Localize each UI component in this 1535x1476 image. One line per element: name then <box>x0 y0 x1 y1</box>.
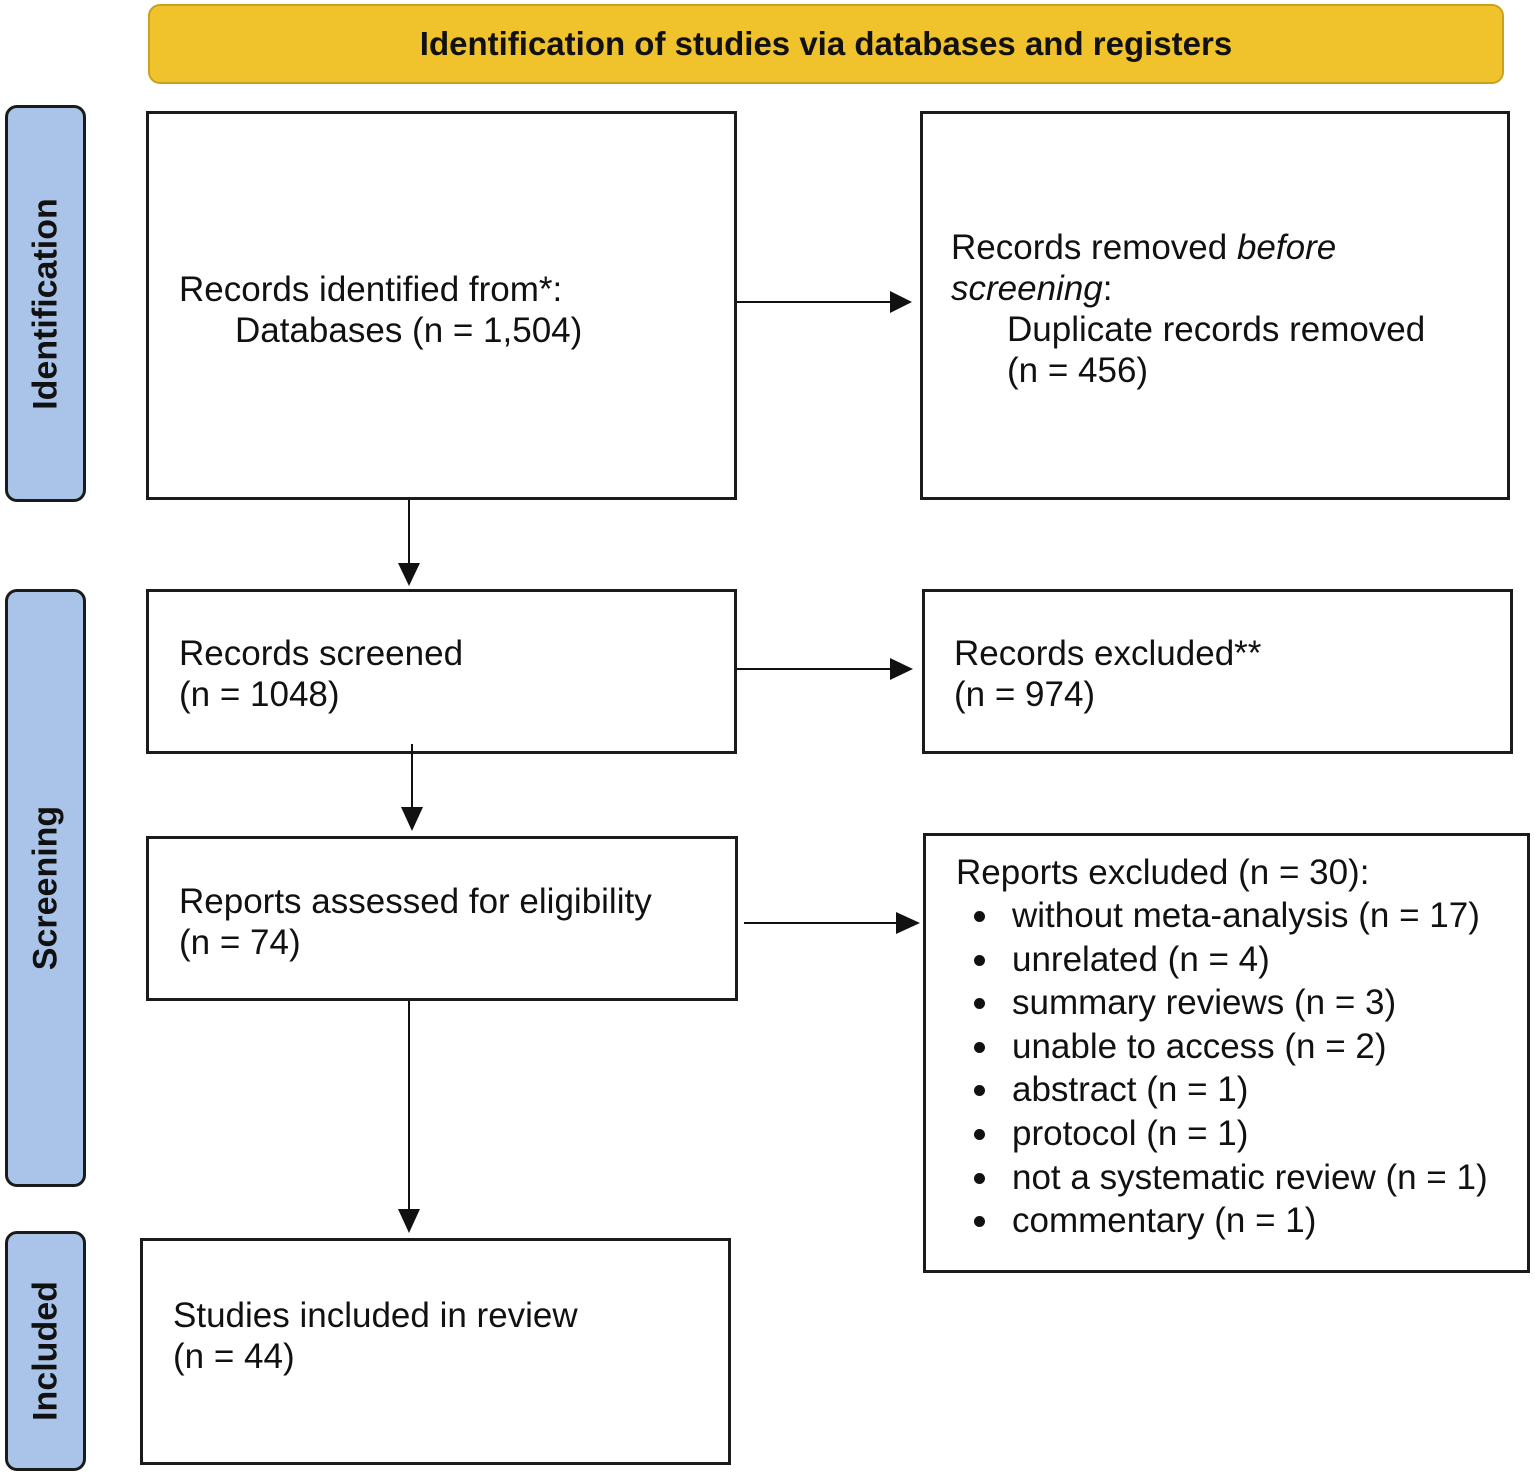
records-identified-box: Records identified from*: Databases (n =… <box>146 111 737 500</box>
bullet-icon <box>974 1041 985 1053</box>
arrow-screened-to-excluded <box>737 658 913 680</box>
exclusion-reason: protocol (n = 1) <box>1012 1113 1249 1153</box>
reports-assessed-text: Reports assessed for eligibility (n = 74… <box>179 881 652 963</box>
arrow-identified-to-screened <box>398 500 420 586</box>
diagram-header: Identification of studies via databases … <box>148 4 1504 84</box>
list-item: without meta-analysis (n = 17) <box>956 894 1488 938</box>
records-removed-line2: screening: <box>951 269 1113 308</box>
records-removed-line1: Records removed before <box>951 228 1336 267</box>
bullet-icon <box>974 1216 985 1228</box>
arrow-screened-to-assessed <box>401 744 423 831</box>
studies-included-box: Studies included in review (n = 44) <box>140 1238 731 1465</box>
exclusion-reason: summary reviews (n = 3) <box>1012 983 1397 1023</box>
records-removed-colon: : <box>1102 269 1113 308</box>
records-excluded-box: Records excluded** (n = 974) <box>922 589 1513 754</box>
header-title: Identification of studies via databases … <box>419 25 1233 62</box>
list-item: summary reviews (n = 3) <box>956 981 1488 1025</box>
studies-included-text: Studies included in review (n = 44) <box>173 1295 578 1377</box>
arrow-identified-to-removed <box>737 291 912 313</box>
list-item: commentary (n = 1) <box>956 1199 1488 1243</box>
exclusion-reason: not a systematic review (n = 1) <box>1012 1157 1488 1197</box>
list-item: unable to access (n = 2) <box>956 1025 1488 1069</box>
bullet-icon <box>974 954 985 966</box>
records-identified-line: Records identified from*: <box>179 270 563 309</box>
records-excluded-text: Records excluded** (n = 974) <box>954 633 1261 715</box>
list-item: not a systematic review (n = 1) <box>956 1156 1488 1200</box>
phase-included: Included <box>5 1231 86 1471</box>
reports-excluded-box: Reports excluded (n = 30): without meta-… <box>923 833 1530 1273</box>
records-removed-text: Records removed before screening: Duplic… <box>951 227 1425 391</box>
records-screened-box: Records screened (n = 1048) <box>146 589 737 754</box>
list-item: unrelated (n = 4) <box>956 938 1488 982</box>
exclusion-reason: unrelated (n = 4) <box>1012 939 1270 979</box>
studies-included-label: Studies included in review <box>173 1296 578 1335</box>
reports-assessed-label: Reports assessed for eligibility <box>179 882 652 921</box>
exclusion-reason: abstract (n = 1) <box>1012 1070 1249 1110</box>
reports-excluded-text: Reports excluded (n = 30): without meta-… <box>956 852 1488 1243</box>
records-removed-before: before <box>1236 228 1337 267</box>
records-screened-text: Records screened (n = 1048) <box>179 633 463 715</box>
phase-screening: Screening <box>5 589 86 1187</box>
records-screened-label: Records screened <box>179 634 464 673</box>
records-excluded-label: Records excluded** <box>954 634 1262 673</box>
studies-included-count: (n = 44) <box>173 1337 295 1376</box>
bullet-icon <box>974 1172 985 1184</box>
records-removed-box: Records removed before screening: Duplic… <box>920 111 1510 500</box>
bullet-icon <box>974 1128 985 1140</box>
arrow-assessed-to-included <box>398 1001 420 1233</box>
phase-identification: Identification <box>5 105 86 502</box>
bullet-icon <box>974 911 985 922</box>
reports-excluded-title: Reports excluded (n = 30): <box>956 853 1370 892</box>
exclusion-reason: without meta-analysis (n = 17) <box>1012 896 1480 935</box>
exclusion-reason: commentary (n = 1) <box>1012 1201 1317 1241</box>
reports-assessed-count: (n = 74) <box>179 923 301 962</box>
phase-screening-label: Screening <box>26 805 64 971</box>
records-removed-screening: screening <box>951 269 1103 308</box>
duplicate-records-count: (n = 456) <box>1007 351 1149 390</box>
arrow-assessed-to-reports-excluded <box>744 912 920 934</box>
list-item: protocol (n = 1) <box>956 1112 1488 1156</box>
exclusion-reasons-list: without meta-analysis (n = 17) unrelated… <box>956 894 1488 1243</box>
records-screened-count: (n = 1048) <box>179 675 340 714</box>
records-identified-text: Records identified from*: Databases (n =… <box>179 269 582 351</box>
phase-included-label: Included <box>26 1281 64 1421</box>
databases-count: Databases (n = 1,504) <box>235 311 583 350</box>
phase-identification-label: Identification <box>26 197 64 410</box>
bullet-icon <box>974 1085 985 1097</box>
exclusion-reason: unable to access (n = 2) <box>1012 1026 1387 1066</box>
duplicate-records-label: Duplicate records removed <box>1007 310 1426 349</box>
list-item: abstract (n = 1) <box>956 1068 1488 1112</box>
records-excluded-count: (n = 974) <box>954 675 1096 714</box>
records-removed-prefix: Records removed <box>951 228 1237 267</box>
bullet-icon <box>974 998 985 1010</box>
reports-assessed-box: Reports assessed for eligibility (n = 74… <box>146 836 738 1001</box>
